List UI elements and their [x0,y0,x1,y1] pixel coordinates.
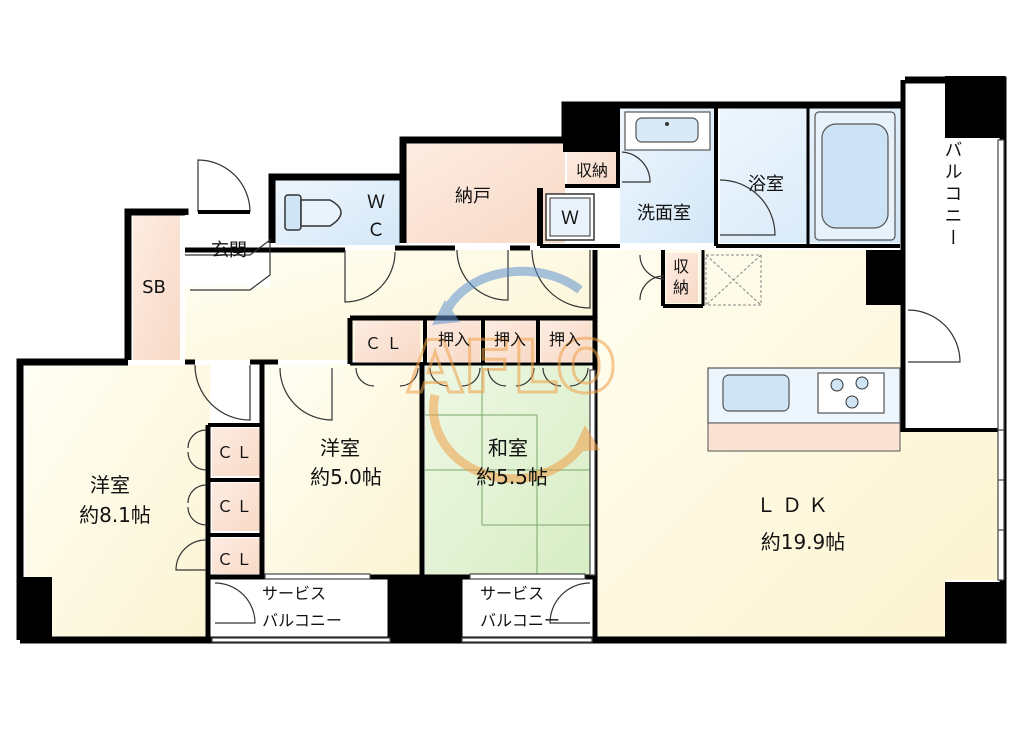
service-balcony-left-2: バルコニー [262,611,342,630]
ldk-size: 約19.9帖 [761,530,846,554]
service-balcony-right-1: サービス [480,584,544,603]
service-balcony-doors [211,369,596,643]
closet-2-floor [212,483,260,531]
fixtures [211,111,1005,643]
closet-3-label: ＣＬ [217,550,255,569]
service-balcony-right-2: バルコニー [480,611,560,630]
shoe-box-floor [133,215,180,360]
structural-columns [20,76,1005,643]
washer-label: Ｗ [561,208,579,229]
storage-small-label-1: 収 [673,257,689,276]
closet-hall-label: ＣＬ [365,334,407,353]
oshiire-3-label: 押入 [549,330,581,349]
oshiire-2-floor [486,320,536,362]
western-mid-name: 洋室 [320,436,360,460]
wc-label-1: Ｗ [367,192,385,213]
closet-1-label: ＣＬ [217,443,255,462]
service-balcony-left-1: サービス [262,584,326,603]
closet-1-floor [212,428,260,476]
tatami-lines [425,365,590,575]
door-swings [175,151,961,624]
storage-top-label: 収納 [576,161,608,180]
washroom-label: 洗面室 [637,203,691,224]
wc-label-2: Ｃ [367,220,385,241]
balcony-window [997,139,1005,431]
oshiire-3-floor [541,320,591,362]
ldk-name: ＬＤＫ [756,493,834,517]
storage-top-floor [567,150,619,188]
oshiire-1-label: 押入 [438,330,470,349]
aflo-watermark: AFLO [406,266,618,484]
bath-label: 浴室 [748,174,784,195]
storage-small-label-2: 納 [673,278,689,297]
service-balcony-left-floor [212,580,390,640]
watermark-text: AFLO [407,325,616,409]
closet-3-floor [212,538,260,574]
service-balcony-right-floor [462,580,592,640]
western-left-name: 洋室 [90,473,130,497]
shoe-box-label: SB [142,277,166,298]
closet-2-label: ＣＬ [217,497,255,516]
oshiire-1-floor [428,320,480,362]
japanese-name: 和室 [488,436,528,460]
kitchen-counter [707,367,901,452]
washbasin-icon [624,111,711,151]
western-mid-size: 約5.0帖 [310,465,382,489]
japanese-size: 約5.5帖 [476,465,548,489]
storeroom-label: 納戸 [455,186,491,207]
closet-hall-floor [355,320,420,362]
bathtub-icon [814,111,896,241]
refrigerator-space [705,254,762,306]
room-labels: 洋室 約8.1帖 洋室 約5.0帖 和室 約5.5帖 ＬＤＫ 約19.9帖 玄関… [79,140,962,630]
entrance-label: 玄関 [211,240,247,261]
toilet-icon [284,194,342,231]
ldk-windows [997,429,1005,581]
storage-small-floor [666,253,698,303]
western-left-size: 約8.1帖 [79,503,151,527]
balcony-label: バルコニー [942,140,963,250]
oshiire-2-label: 押入 [494,330,526,349]
western-room-left-floor [25,365,210,640]
washing-machine-icon [545,193,595,241]
